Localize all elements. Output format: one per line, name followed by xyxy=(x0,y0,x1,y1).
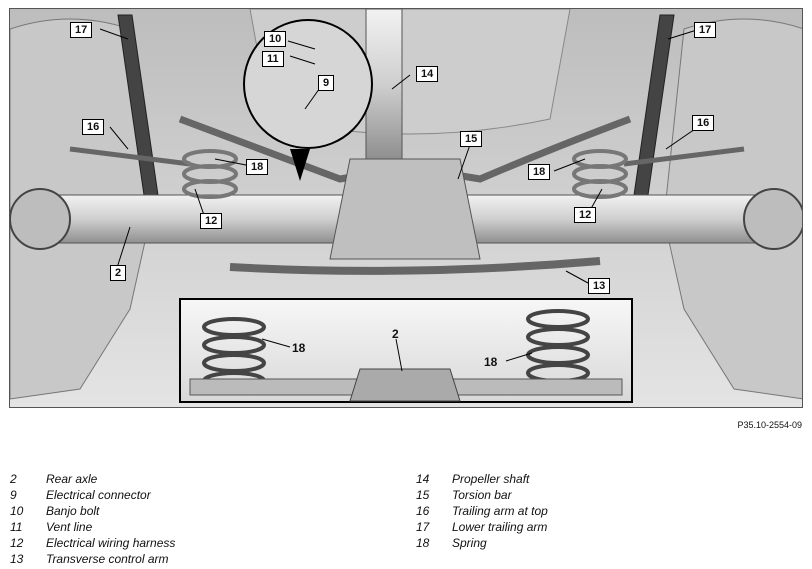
callout-10: 10 xyxy=(264,31,287,47)
legend-item: 18 Spring xyxy=(416,535,548,551)
figure-reference-code: P35.10-2554-09 xyxy=(737,420,802,430)
rear-axle-illustration: 17 17 16 16 10 11 9 14 15 18 18 12 12 2 … xyxy=(9,8,803,408)
callout-16-right: 16 xyxy=(692,115,715,131)
legend-label: Banjo bolt xyxy=(46,504,100,518)
callout-18-inset-right: 18 xyxy=(484,355,498,369)
legend-item: 15 Torsion bar xyxy=(416,487,548,503)
legend-number: 9 xyxy=(10,488,17,502)
differential xyxy=(329,158,481,260)
spring-left-top xyxy=(182,149,238,199)
axle-drawing xyxy=(10,9,802,407)
callout-2-inset: 2 xyxy=(392,327,399,341)
legend-right-column: 14 Propeller shaft 15 Torsion bar 16 Traili… xyxy=(416,471,548,551)
legend-number: 11 xyxy=(10,520,23,534)
callout-2-axle: 2 xyxy=(110,265,127,281)
callout-17-right: 17 xyxy=(694,22,717,38)
legend-item: 13 Transverse control arm xyxy=(10,551,175,567)
legend-label: Rear axle xyxy=(46,472,98,486)
legend-number: 16 xyxy=(416,504,430,518)
legend-item: 12 Electrical wiring harness xyxy=(10,535,175,551)
callout-11: 11 xyxy=(262,51,284,67)
callout-17-left: 17 xyxy=(70,22,93,38)
legend-label: Spring xyxy=(452,536,487,550)
transverse-control-arm xyxy=(229,257,601,275)
legend-number: 15 xyxy=(416,488,430,502)
right-hub xyxy=(743,188,802,250)
legend-number: 17 xyxy=(416,520,430,534)
legend-number: 12 xyxy=(10,536,24,550)
spring-right-top xyxy=(572,149,628,199)
legend-label: Transverse control arm xyxy=(46,552,169,566)
callout-18-top-right: 18 xyxy=(528,164,551,180)
upper-trailing-arm-left xyxy=(69,146,191,167)
legend-item: 14 Propeller shaft xyxy=(416,471,548,487)
inset-spring-right xyxy=(526,309,590,383)
legend-label: Torsion bar xyxy=(452,488,512,502)
torsion-bar xyxy=(178,115,632,183)
callout-12-left: 12 xyxy=(200,213,223,229)
legend-item: 9 Electrical connector xyxy=(10,487,175,503)
legend-label: Vent line xyxy=(46,520,93,534)
legend-number: 13 xyxy=(10,552,24,566)
callout-9: 9 xyxy=(318,75,335,91)
inset-differential xyxy=(349,368,461,402)
callout-18-inset-left: 18 xyxy=(292,341,306,355)
legend-item: 16 Trailing arm at top xyxy=(416,503,548,519)
legend-number: 14 xyxy=(416,472,430,486)
callout-16-left: 16 xyxy=(82,119,105,135)
legend-label: Propeller shaft xyxy=(452,472,530,486)
callout-12-right: 12 xyxy=(574,207,597,223)
legend-label: Electrical connector xyxy=(46,488,151,502)
legend-label: Trailing arm at top xyxy=(452,504,548,518)
legend-label: Electrical wiring harness xyxy=(46,536,176,550)
legend-number: 18 xyxy=(416,536,430,550)
callout-18-top-left: 18 xyxy=(246,159,269,175)
callout-14: 14 xyxy=(416,66,439,82)
legend-item: 2 Rear axle xyxy=(10,471,175,487)
legend-number: 10 xyxy=(10,504,24,518)
legend-item: 11 Vent line xyxy=(10,519,175,535)
callout-15: 15 xyxy=(460,131,483,147)
legend-item: 10 Banjo bolt xyxy=(10,503,175,519)
legend-item: 17 Lower trailing arm xyxy=(416,519,548,535)
left-hub xyxy=(10,188,71,250)
legend-number: 2 xyxy=(10,472,17,486)
legend-left-column: 2 Rear axle 9 Electrical connector 10 Banjo… xyxy=(10,471,175,567)
legend-label: Lower trailing arm xyxy=(452,520,548,534)
callout-13: 13 xyxy=(588,278,611,294)
upper-trailing-arm-right xyxy=(623,146,745,167)
